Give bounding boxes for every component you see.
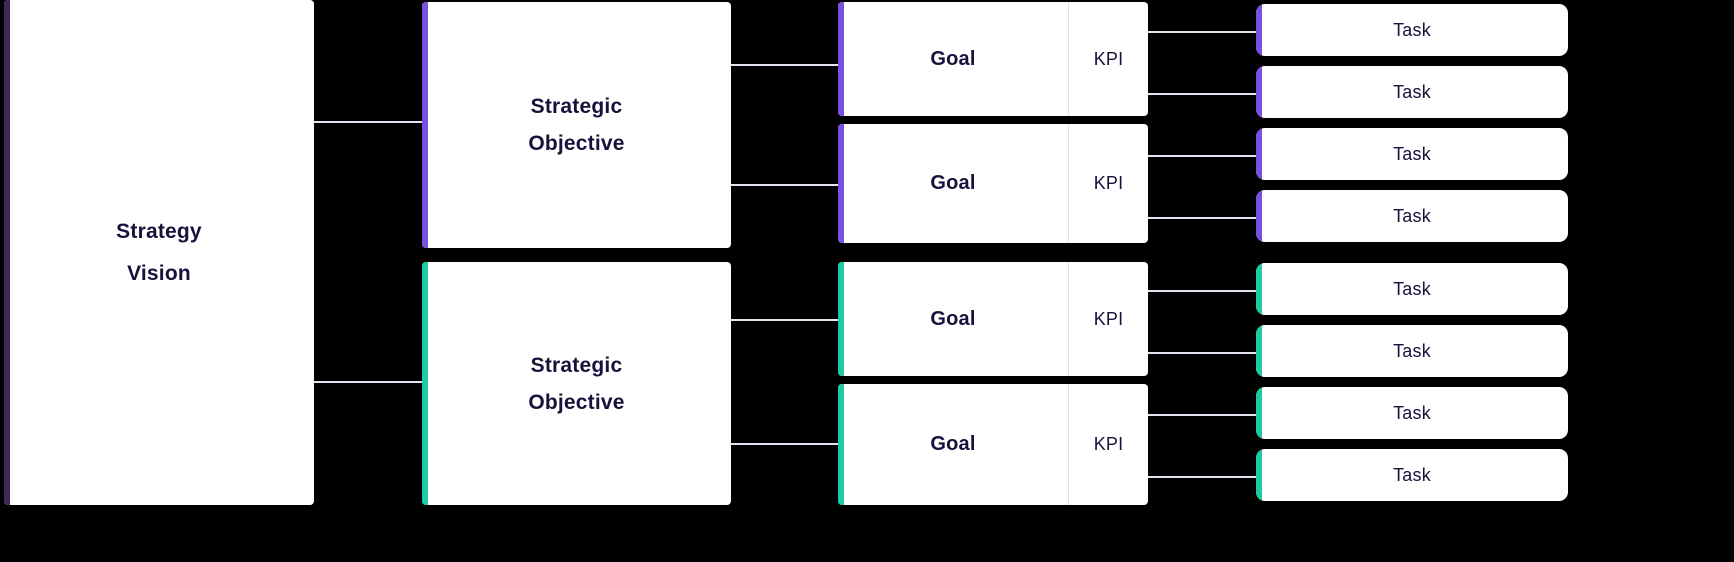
task-card-7[interactable]: Task [1256, 387, 1568, 439]
strategic-objective-line-1: Strategic [530, 95, 623, 118]
connector-goal-4-to-task-8 [1148, 476, 1258, 478]
accent-bar-purple [838, 2, 844, 116]
task-card-4[interactable]: Task [1256, 190, 1568, 242]
accent-bar-purple [1256, 66, 1262, 118]
task-card-6[interactable]: Task [1256, 325, 1568, 377]
accent-bar-navy [4, 0, 10, 505]
accent-bar-teal [422, 262, 428, 505]
task-label: Task [1393, 81, 1431, 102]
task-card-1[interactable]: Task [1256, 4, 1568, 56]
strategic-objective-line-2: Objective [528, 132, 625, 155]
strategic-objective-card-1[interactable]: Strategic Objective [422, 2, 731, 248]
accent-bar-teal [1256, 263, 1262, 315]
connector-goal-1-to-task-2 [1148, 93, 1258, 95]
goal-card-1[interactable]: Goal KPI [838, 2, 1148, 116]
accent-bar-purple [422, 2, 428, 248]
accent-bar-purple [1256, 128, 1262, 180]
goal-card-3[interactable]: Goal KPI [838, 262, 1148, 376]
connector-goal-3-to-task-6 [1148, 352, 1258, 354]
strategy-vision-line-1: Strategy [116, 219, 202, 243]
task-label: Task [1393, 278, 1431, 299]
connector-objective-2-to-goal-4 [731, 443, 841, 445]
strategic-objective-title-1: Strategic Objective [528, 88, 624, 162]
goal-card-2[interactable]: Goal KPI [838, 124, 1148, 243]
kpi-label-3[interactable]: KPI [1068, 262, 1148, 376]
strategic-objective-line-2: Objective [528, 390, 625, 414]
kpi-label-4[interactable]: KPI [1068, 384, 1148, 505]
accent-bar-teal [838, 384, 844, 505]
connector-goal-1-to-task-1 [1148, 31, 1258, 33]
accent-bar-purple [1256, 4, 1262, 56]
strategic-objective-line-1: Strategic [530, 353, 623, 377]
accent-bar-purple [838, 124, 844, 243]
accent-bar-purple [1256, 190, 1262, 242]
connector-goal-2-to-task-3 [1148, 155, 1258, 157]
connector-root-to-objective-2 [314, 381, 424, 383]
task-card-2[interactable]: Task [1256, 66, 1568, 118]
task-card-3[interactable]: Task [1256, 128, 1568, 180]
goal-label-3: Goal [930, 307, 976, 330]
accent-bar-teal [838, 262, 844, 376]
connector-objective-2-to-goal-3 [731, 319, 841, 321]
goal-card-4[interactable]: Goal KPI [838, 384, 1148, 505]
connector-goal-3-to-task-5 [1148, 290, 1258, 292]
strategy-vision-card[interactable]: Strategy Vision [4, 0, 314, 505]
task-label: Task [1393, 143, 1431, 164]
accent-bar-teal [1256, 387, 1262, 439]
task-label: Task [1393, 205, 1431, 226]
goal-label-1: Goal [930, 47, 976, 70]
strategy-vision-line-2: Vision [127, 261, 191, 285]
connector-goal-4-to-task-7 [1148, 414, 1258, 416]
kpi-label-2[interactable]: KPI [1068, 124, 1148, 243]
connector-root-to-objective-1 [314, 121, 424, 123]
task-card-5[interactable]: Task [1256, 263, 1568, 315]
task-label: Task [1393, 402, 1431, 423]
connector-objective-1-to-goal-2 [731, 184, 841, 186]
task-label: Task [1393, 340, 1431, 361]
connector-goal-2-to-task-4 [1148, 217, 1258, 219]
goal-label-2: Goal [930, 172, 976, 194]
kpi-label-1[interactable]: KPI [1068, 2, 1148, 116]
accent-bar-teal [1256, 449, 1262, 501]
connector-objective-1-to-goal-1 [731, 64, 841, 66]
task-label: Task [1393, 19, 1431, 40]
accent-bar-teal [1256, 325, 1262, 377]
task-label: Task [1393, 464, 1431, 485]
strategic-objective-card-2[interactable]: Strategic Objective [422, 262, 731, 505]
strategy-vision-title: Strategy Vision [116, 211, 202, 295]
goal-label-4: Goal [930, 433, 976, 455]
task-card-8[interactable]: Task [1256, 449, 1568, 501]
strategic-objective-title-2: Strategic Objective [528, 347, 624, 421]
